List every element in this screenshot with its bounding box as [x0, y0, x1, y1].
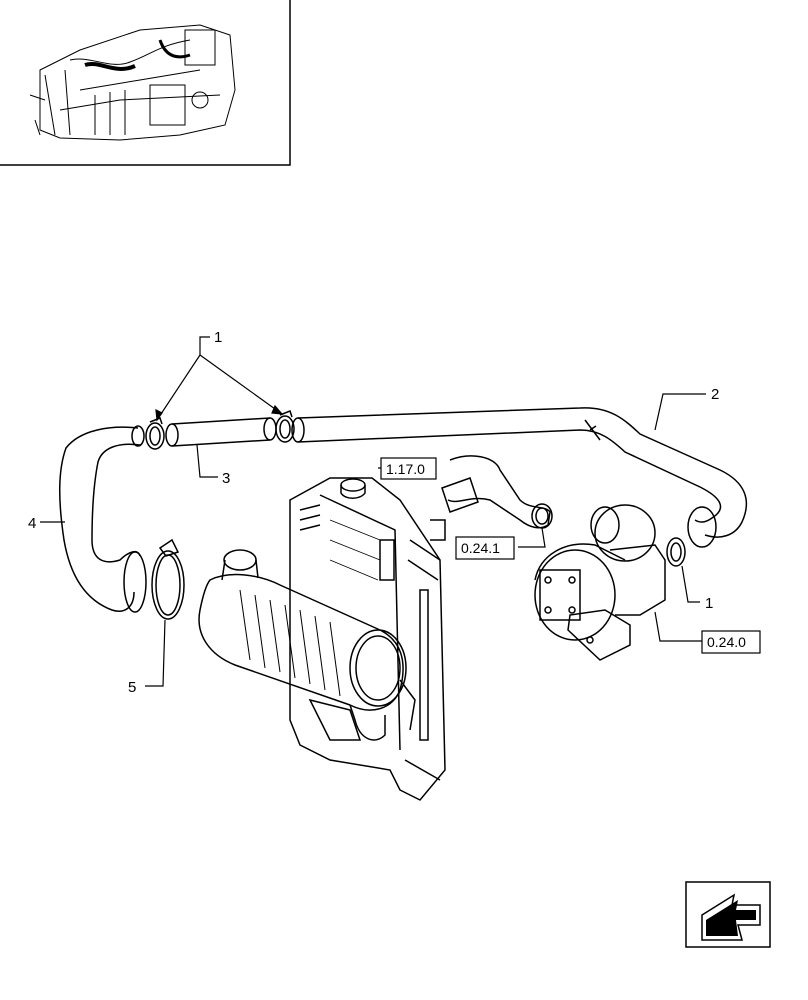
leader-lines	[40, 336, 706, 687]
callout-5: 5	[128, 679, 136, 696]
pipe-item-2	[291, 407, 748, 548]
radiator-assembly	[289, 477, 446, 801]
hose-item-3	[165, 417, 277, 447]
air-duct	[198, 549, 407, 741]
callout-1-right: 1	[705, 595, 713, 612]
ref-label-turbo: 0.24.0	[707, 634, 746, 650]
ref-box-radiator[interactable]: 1.17.0	[380, 457, 437, 480]
hose-clamp-right	[275, 410, 295, 443]
elbow-part	[441, 455, 553, 529]
turbocharger-part	[534, 504, 686, 661]
hose-clamp-left	[145, 417, 165, 450]
callout-4: 4	[28, 515, 36, 532]
ref-box-turbo[interactable]: 0.24.0	[701, 630, 761, 654]
thumbnail-inset	[0, 0, 291, 166]
arrow-back-icon[interactable]	[685, 881, 771, 948]
callout-3: 3	[222, 470, 230, 487]
ref-label-radiator: 1.17.0	[386, 461, 425, 477]
callout-1-top: 1	[214, 329, 222, 346]
ref-box-elbow[interactable]: 0.24.1	[455, 536, 515, 560]
engine-thumbnail-image	[29, 24, 236, 141]
hose-clamp-item-5	[151, 538, 185, 620]
callout-2: 2	[711, 386, 719, 403]
hose-item-4	[59, 425, 147, 613]
ref-label-elbow: 0.24.1	[461, 540, 500, 556]
